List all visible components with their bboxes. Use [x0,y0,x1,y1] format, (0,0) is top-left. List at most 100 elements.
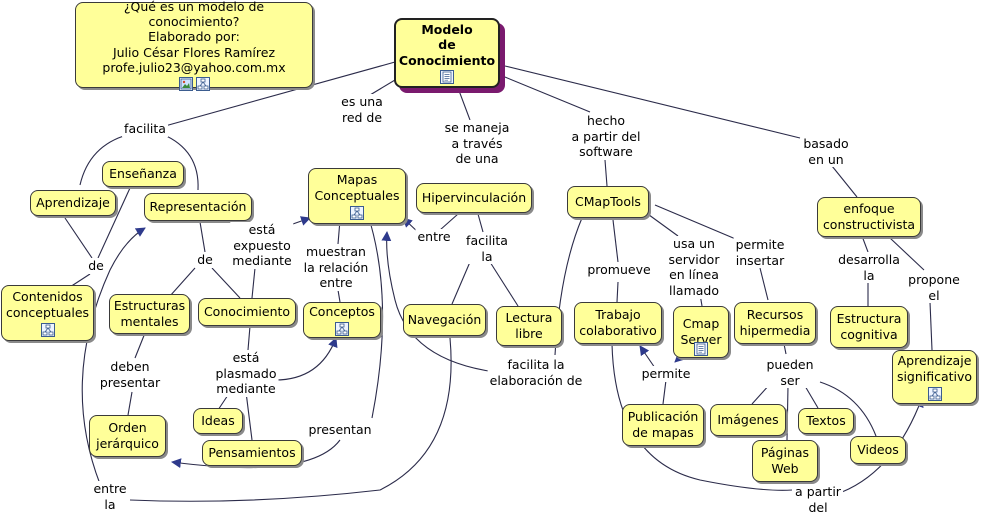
node-modelo-label: Modelo de Conocimiento [398,21,496,68]
node-imagenes-label: Imágenes [717,412,779,428]
node-estructuras-mentales[interactable]: Estructuras mentales [109,294,190,334]
line-cmap-usa [644,211,679,237]
node-publicacion-de-mapas[interactable]: Publicación de mapas [622,404,704,446]
line-promueve-trabajo [616,281,619,303]
node-ensenanza-label: Enseñanza [109,166,177,182]
line-aprendizaje-de [64,217,93,259]
node-contenidos-label: Contenidos conceptuales [5,289,90,320]
node-aprendizaje-label: Aprendizaje [36,195,110,211]
node-lectura-libre[interactable]: Lectura libre [496,306,562,346]
node-enfoque-constructivista[interactable]: enfoque constructivista [817,197,921,237]
node-estructura-cognitiva-label: Estructura cognitiva [836,311,902,342]
node-hipervinculacion-label: Hipervinculación [421,190,527,206]
link-facilita-la: facilita la [464,233,510,265]
node-conceptos[interactable]: Conceptos [303,302,381,338]
link-presentan: presentan [306,422,374,438]
line-plasmado-conceptos [274,337,338,381]
image-resource-icon[interactable] [178,77,193,92]
link-se-maneja: se maneja a través de una [442,120,512,167]
cmap-resource-icon[interactable] [927,386,942,401]
line-enfoque-desarrolla [861,235,869,253]
node-aprendizaje-significativo[interactable]: Aprendizaje significativo [892,350,977,404]
info-question: ¿Qué es un modelo de conocimiento? [123,0,265,30]
node-ensenanza[interactable]: Enseñanza [102,161,184,187]
line-propone-aprendizaje [929,301,933,351]
link-desarrolla: desarrolla la [836,252,902,284]
node-videos[interactable]: Videos [850,436,906,464]
line-main-facilita [164,61,396,127]
node-representacion-label: Representación [149,199,247,215]
link-promueve: promueve [585,262,653,278]
link-facilita-elaboracion: facilita la elaboración de [487,357,585,389]
line-enfoque-propone [889,237,925,271]
node-mapas-conceptuales[interactable]: Mapas Conceptuales [308,168,406,224]
node-orden-jerarquico[interactable]: Orden jerárquico [89,415,166,457]
link-pueden-ser: pueden ser [764,357,816,389]
link-deben-presentar: deben presentar [97,359,163,391]
line-estructuras-deben [134,332,146,359]
link-es-una-red: es una red de [339,94,385,126]
line-facilita-elab-mapas [381,231,496,373]
link-entre: entre [415,229,453,245]
link-facilita: facilita [122,121,168,137]
node-ideas-label: Ideas [201,413,235,429]
node-trabajo-label: Trabajo colaborativo [579,307,657,338]
line-permite-insertar-recursos [759,267,769,301]
line-cmap-permite-insertar [654,204,739,241]
link-de-contenidos: de [86,258,106,274]
link-esta-plasmado: está plasmado mediante [213,350,279,397]
link-de-representacion: de [195,252,215,268]
node-imagenes[interactable]: Imágenes [710,404,786,436]
node-navegacion[interactable]: Navegación [403,304,486,336]
document-resource-icon[interactable] [440,70,454,85]
info-box[interactable]: ¿Qué es un modelo de conocimiento? Elabo… [75,0,313,92]
link-basado: basado en un [801,136,851,168]
link-entre-la: entre la [91,481,129,513]
node-orden-label: Orden jerárquico [96,420,159,451]
line-plasmado-pensamientos [245,391,253,441]
node-textos[interactable]: Textos [798,408,854,434]
line-cmap-promueve [612,219,619,263]
node-representacion[interactable]: Representación [144,193,252,221]
node-navegacion-label: Navegación [407,312,482,328]
line-de-contenidos [69,273,91,288]
line-main-hecho [499,74,591,113]
line-pueden-videos [819,381,877,437]
line-de-estructuras [169,267,196,297]
node-cmaptools[interactable]: CMapTools [567,186,649,218]
node-videos-label: Videos [857,442,899,458]
node-ideas[interactable]: Ideas [193,408,243,434]
node-recursos-label: Recursos hipermedia [739,307,811,338]
info-email: profe.julio23@yahoo.com.mx [102,59,286,75]
node-cmapserver-label: Cmap Server [680,316,722,347]
node-paginas-web[interactable]: Páginas Web [752,440,818,482]
cmap-resource-icon[interactable] [350,205,364,220]
node-pensamientos[interactable]: Pensamientos [202,440,302,466]
line-hiper-entre [439,213,459,231]
cmap-resource-icon[interactable] [335,321,349,336]
link-permite-insertar: permite insertar [733,237,787,269]
node-pensamientos-label: Pensamientos [208,445,296,461]
node-aprendizaje[interactable]: Aprendizaje [30,190,116,216]
link-a-partir-del: a partir del [793,484,843,515]
node-recursos-hipermedia[interactable]: Recursos hipermedia [734,302,816,344]
node-trabajo-colaborativo[interactable]: Trabajo colaborativo [574,302,662,344]
link-permite: permite [639,366,693,382]
node-estructura-cognitiva[interactable]: Estructura cognitiva [830,306,908,348]
node-enfoque-label: enfoque constructivista [822,201,916,232]
link-hecho: hecho a partir del software [569,113,643,160]
document-resource-icon[interactable] [694,342,708,356]
node-cmap-server[interactable]: Cmap Server [673,306,729,358]
node-lectura-label: Lectura libre [505,310,553,341]
node-aprendizaje-sig-label: Aprendizaje significativo [896,353,973,384]
link-usa-un: usa un servidor en línea llamado [666,236,722,299]
line-facilita-navegacion [451,261,471,305]
node-modelo-de-conocimiento[interactable]: Modelo de Conocimiento [394,18,500,88]
node-cmaptools-label: CMapTools [575,194,641,210]
cmap-resource-icon[interactable] [195,77,210,92]
node-hipervinculacion[interactable]: Hipervinculación [416,183,532,213]
line-muestran-conceptos [337,289,341,303]
node-conocimiento[interactable]: Conocimiento [198,298,296,326]
node-contenidos-conceptuales[interactable]: Contenidos conceptuales [1,285,94,341]
cmap-resource-icon[interactable] [40,322,55,337]
